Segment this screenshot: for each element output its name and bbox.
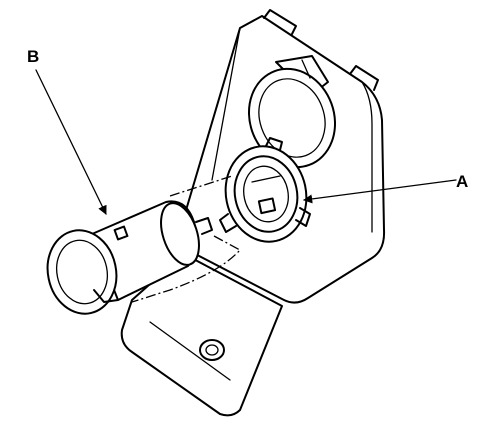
callout-a-label: A bbox=[456, 172, 468, 191]
callout-b-label: B bbox=[27, 47, 39, 66]
callout-a-leader bbox=[303, 179, 457, 204]
mounting-hole bbox=[199, 339, 225, 361]
callout-b-leader bbox=[35, 69, 107, 215]
hinged-cap bbox=[247, 55, 337, 169]
lighter-socket bbox=[46, 200, 213, 315]
socket-ring bbox=[219, 137, 311, 243]
alignment-outline bbox=[131, 175, 242, 303]
